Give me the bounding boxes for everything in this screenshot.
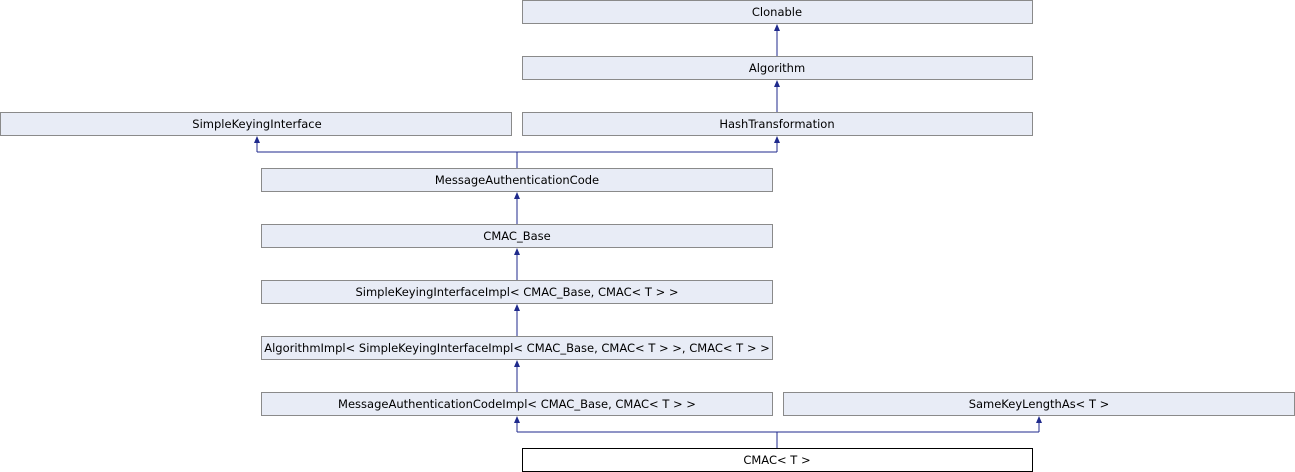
node-cmac-label: CMAC< T > xyxy=(743,453,810,467)
arrowhead-clonable xyxy=(774,24,780,31)
node-clonable-box xyxy=(522,0,1033,24)
node-message-authentication-code-impl[interactable]: MessageAuthenticationCodeImpl< CMAC_Base… xyxy=(261,392,773,416)
arrowhead-mac-impl xyxy=(514,416,520,423)
node-clonable-label[interactable]: Clonable xyxy=(752,5,802,19)
node-algorithm-box xyxy=(522,56,1033,80)
node-message-authentication-code-label[interactable]: MessageAuthenticationCode xyxy=(435,173,599,187)
arrowhead-cmac-base xyxy=(514,248,520,255)
node-message-authentication-code-impl-label[interactable]: MessageAuthenticationCodeImpl< CMAC_Base… xyxy=(338,397,696,411)
node-cmac-base-label[interactable]: CMAC_Base xyxy=(483,229,550,243)
node-simple-keying-interface[interactable]: SimpleKeyingInterface xyxy=(0,112,512,136)
node-algorithm-impl-box xyxy=(261,336,773,360)
node-simple-keying-interface-label[interactable]: SimpleKeyingInterface xyxy=(192,117,321,131)
node-message-authentication-code-box xyxy=(261,168,773,192)
node-simple-keying-interface-impl-box xyxy=(261,280,773,304)
node-cmac-base[interactable]: CMAC_Base xyxy=(261,224,773,248)
node-clonable[interactable]: Clonable xyxy=(522,0,1033,24)
node-simple-keying-interface-impl-label[interactable]: SimpleKeyingInterfaceImpl< CMAC_Base, CM… xyxy=(355,285,678,299)
arrowhead-simple-keying-interface xyxy=(254,136,260,143)
arrowhead-same-key-length-as xyxy=(1036,416,1042,423)
node-simple-keying-interface-impl[interactable]: SimpleKeyingInterfaceImpl< CMAC_Base, CM… xyxy=(261,280,773,304)
node-simple-keying-interface-box xyxy=(0,112,512,136)
node-cmac-current: CMAC< T > xyxy=(522,448,1033,472)
node-algorithm-label[interactable]: Algorithm xyxy=(749,61,805,75)
node-message-authentication-code-impl-box xyxy=(261,392,773,416)
node-hash-transformation[interactable]: HashTransformation xyxy=(522,112,1033,136)
node-hash-transformation-box xyxy=(522,112,1033,136)
node-same-key-length-as-label[interactable]: SameKeyLengthAs< T > xyxy=(969,397,1110,411)
node-same-key-length-as[interactable]: SameKeyLengthAs< T > xyxy=(783,392,1295,416)
arrowhead-alg-impl xyxy=(514,360,520,367)
node-message-authentication-code[interactable]: MessageAuthenticationCode xyxy=(261,168,773,192)
node-cmac-base-box xyxy=(261,224,773,248)
arrowhead-algorithm xyxy=(774,80,780,87)
node-algorithm-impl[interactable]: AlgorithmImpl< SimpleKeyingInterfaceImpl… xyxy=(261,336,773,360)
node-algorithm-impl-label[interactable]: AlgorithmImpl< SimpleKeyingInterfaceImpl… xyxy=(264,341,770,355)
arrowhead-hash-transformation xyxy=(774,136,780,143)
node-hash-transformation-label[interactable]: HashTransformation xyxy=(719,117,834,131)
node-algorithm[interactable]: Algorithm xyxy=(522,56,1033,80)
arrowhead-mac xyxy=(514,192,520,199)
arrowhead-ski-impl xyxy=(514,304,520,311)
edges xyxy=(254,24,1042,448)
